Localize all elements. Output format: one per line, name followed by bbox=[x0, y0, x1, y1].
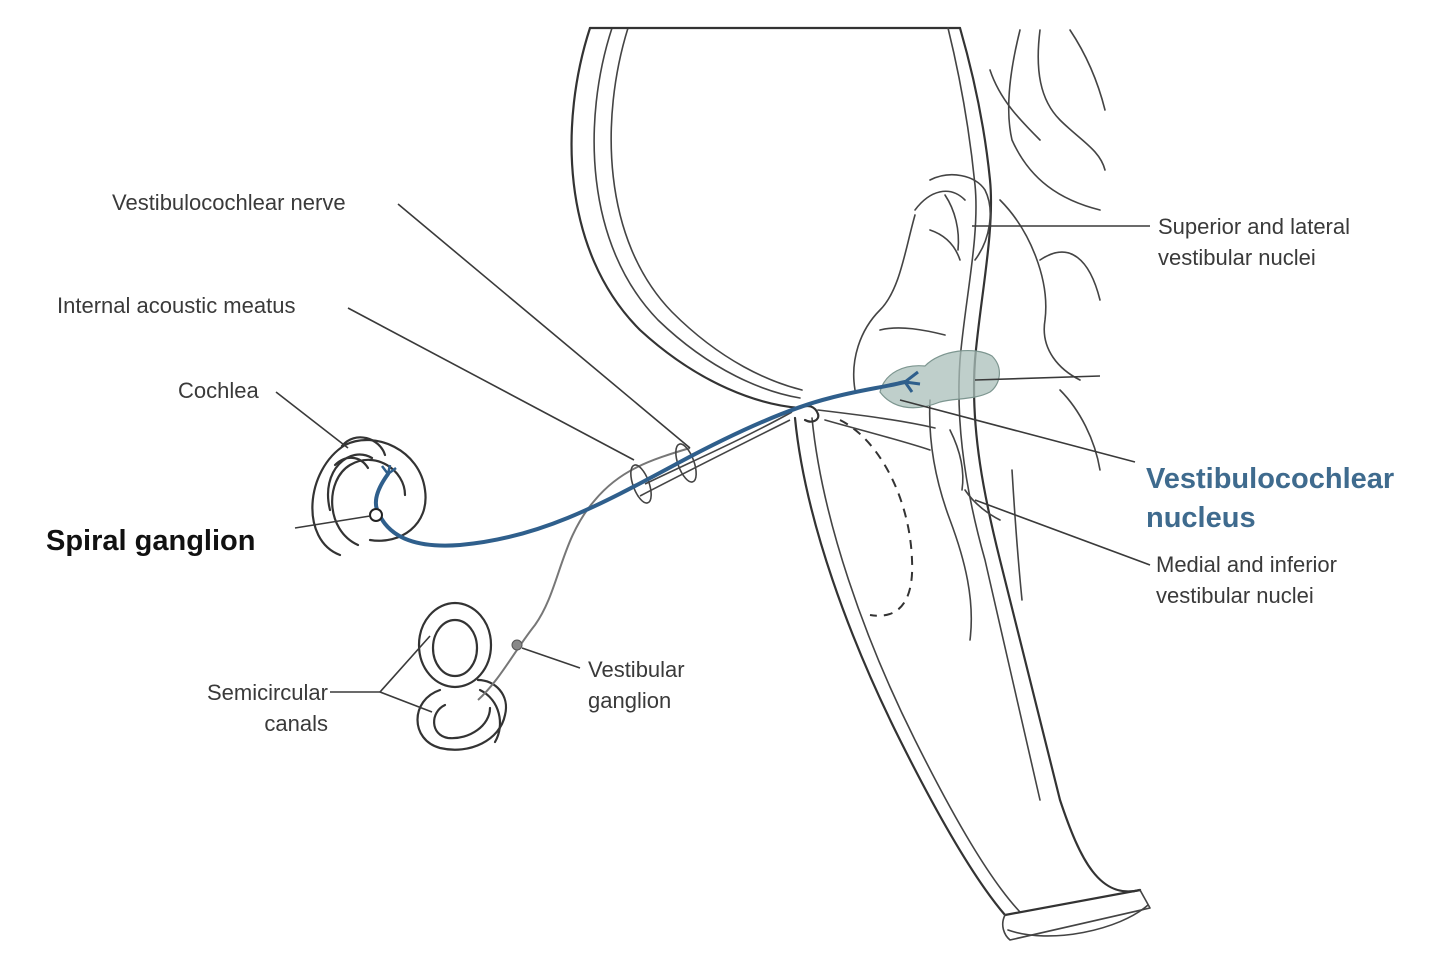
label-vestibular-ganglion-line1: Vestibular bbox=[588, 657, 685, 682]
label-superior-lateral-line2: vestibular nuclei bbox=[1158, 245, 1316, 270]
label-vestibulocochlear-nucleus-line1: Vestibulocochlear bbox=[1146, 463, 1394, 495]
label-semicircular-line1: Semicircular bbox=[207, 680, 328, 705]
label-vestibulocochlear-nucleus-line2: nucleus bbox=[1146, 502, 1256, 534]
semicircular-canals-shape bbox=[416, 601, 508, 751]
brainstem-outline bbox=[570, 26, 1151, 941]
nerve-ring bbox=[675, 443, 697, 483]
vestibulocochlear-nucleus-shape bbox=[879, 349, 1000, 409]
label-superior-lateral-line1: Superior and lateral bbox=[1158, 214, 1350, 239]
label-spiral-ganglion: Spiral ganglion bbox=[46, 525, 255, 557]
nerve-bundle bbox=[639, 419, 791, 497]
cochlear-nerve bbox=[376, 380, 907, 548]
label-internal-acoustic-meatus: Internal acoustic meatus bbox=[57, 293, 295, 318]
vestibular-nerve-branch bbox=[477, 447, 691, 701]
label-medial-inferior-line1: Medial and inferior bbox=[1156, 552, 1337, 577]
vestibular-ganglion-cell bbox=[511, 639, 523, 651]
cochlea-shape bbox=[311, 436, 427, 557]
label-vestibular-ganglion-line2: ganglion bbox=[588, 688, 671, 713]
label-medial-inferior-line2: vestibular nuclei bbox=[1156, 583, 1314, 608]
label-cochlea: Cochlea bbox=[178, 378, 259, 403]
label-semicircular-line2: canals bbox=[264, 711, 328, 736]
spiral-ganglion-cell bbox=[369, 508, 383, 522]
label-vestibulocochlear-nerve: Vestibulocochlear nerve bbox=[112, 190, 346, 215]
leader-lines bbox=[275, 203, 1151, 713]
